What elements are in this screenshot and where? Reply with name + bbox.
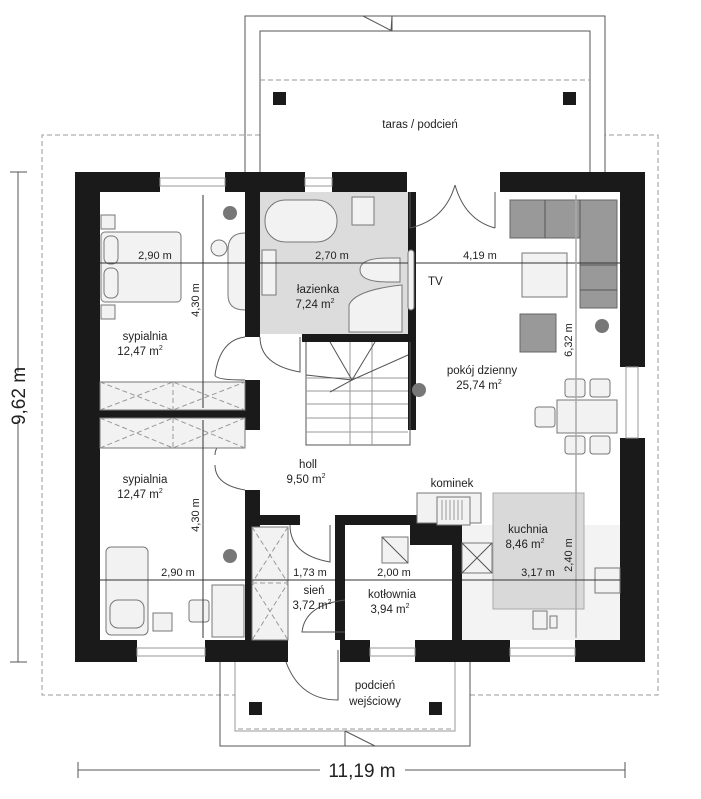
- door: [289, 524, 331, 563]
- porch-label-2: wejściowy: [348, 696, 401, 708]
- fireplace: [416, 492, 482, 526]
- total-height-label: 9,62 m: [9, 367, 30, 425]
- total-width-label: 11,19 m: [328, 761, 395, 782]
- terrace-pillar: [563, 92, 576, 105]
- kitchen-sink: [549, 615, 558, 629]
- door: [301, 599, 346, 633]
- nightstand: [152, 612, 173, 632]
- bathroom-fixtures: [261, 196, 403, 333]
- dim-kitchen-depth: 2,40 m: [563, 538, 575, 572]
- porch-pillar: [429, 702, 442, 715]
- staircase: [305, 341, 411, 446]
- porch-label-1: podcień: [355, 680, 395, 692]
- walls: [75, 172, 645, 662]
- room-name-kitchen: kuchnia: [508, 524, 548, 536]
- room-name-living-room: pokój dzienny: [447, 365, 518, 377]
- armchair: [227, 232, 246, 311]
- chair: [188, 599, 210, 623]
- single-bed: [105, 546, 149, 636]
- tv-label: TV: [428, 276, 443, 288]
- room-name-bedroom-1: sypialnia: [123, 331, 168, 343]
- room-area-vestibule: 3,72 m2: [292, 599, 331, 612]
- room-area-living-room: 25,74 m2: [456, 379, 502, 392]
- wardrobe: [99, 381, 289, 641]
- windows: [136, 177, 639, 657]
- door: [214, 336, 246, 381]
- bedside-lamp: [210, 239, 228, 257]
- terrace-pillar: [273, 92, 286, 105]
- terrace-door: [409, 184, 496, 229]
- dim-bedroom-1-depth: 4,30 m: [190, 283, 202, 317]
- room-name-boiler-room: kotłownia: [368, 589, 417, 601]
- tv: [407, 249, 415, 311]
- room-name-bedroom-2: sypialnia: [123, 474, 168, 486]
- door: [259, 336, 301, 373]
- kitchen-island: [492, 492, 585, 610]
- dim-living-width: 4,19 m: [463, 250, 497, 262]
- corner-sofa: [509, 199, 618, 309]
- room-area-bedroom-2: 12,47 m2: [117, 488, 163, 501]
- desk: [211, 584, 245, 638]
- armchair: [519, 313, 557, 353]
- dim-vestibule-width: 1,73 m: [293, 567, 327, 579]
- room-name-hall: holl: [299, 459, 317, 471]
- room-name-vestibule: sień: [303, 585, 324, 597]
- room-area-kitchen: 8,46 m2: [505, 538, 544, 551]
- coffee-table: [521, 252, 568, 298]
- dim-living-depth: 6,32 m: [563, 323, 575, 357]
- room-area-bathroom: 7,24 m2: [295, 298, 334, 311]
- bed: [100, 214, 182, 320]
- roof-outline: [41, 134, 659, 696]
- entrance-porch: [219, 650, 471, 747]
- dim-boiler-width: 2,00 m: [377, 567, 411, 579]
- room-area-boiler-room: 3,94 m2: [370, 603, 409, 616]
- terrace: [244, 15, 606, 172]
- room-name-bathroom: łazienka: [297, 284, 340, 296]
- dim-kitchen-width: 3,17 m: [521, 567, 555, 579]
- dim-bedroom-2-width: 2,90 m: [161, 567, 195, 579]
- kitchen-sink: [532, 610, 548, 630]
- dining-set: [534, 378, 618, 455]
- room-area-bedroom-1: 12,47 m2: [117, 345, 163, 358]
- terrace-label: taras / podcień: [382, 119, 457, 131]
- dimension-lines: [10, 171, 626, 778]
- dim-bathroom-width: 2,70 m: [315, 250, 349, 262]
- room-area-hall: 9,50 m2: [286, 473, 325, 486]
- dim-bedroom-2-depth: 4,30 m: [190, 498, 202, 532]
- porch-pillar: [249, 702, 262, 715]
- fireplace-label: kominek: [431, 478, 474, 490]
- dim-bedroom-1-width: 2,90 m: [138, 250, 172, 262]
- plant-icon: [223, 206, 609, 563]
